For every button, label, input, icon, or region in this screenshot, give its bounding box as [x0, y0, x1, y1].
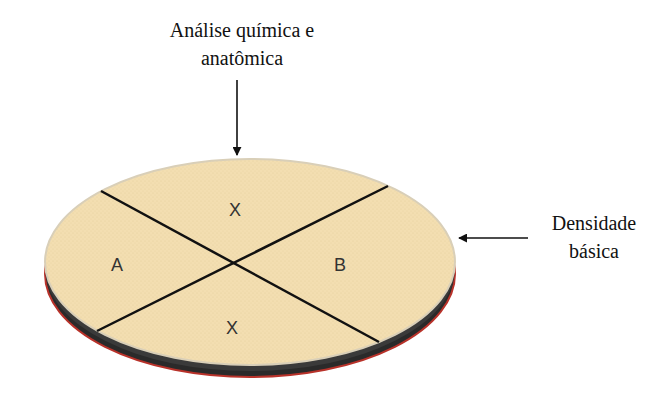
section-letter: X [229, 200, 241, 221]
leader-arrow [459, 237, 528, 239]
disk-face [45, 159, 455, 365]
section-letter: A [111, 255, 123, 276]
cut-line [101, 191, 379, 342]
callout-label: Análise química e anatômica [167, 16, 317, 72]
cut-line [97, 186, 388, 331]
callout-label: Densidade básica [544, 209, 644, 265]
leader-arrow [236, 80, 238, 155]
section-letter: B [334, 255, 346, 276]
section-letter: X [226, 318, 238, 339]
